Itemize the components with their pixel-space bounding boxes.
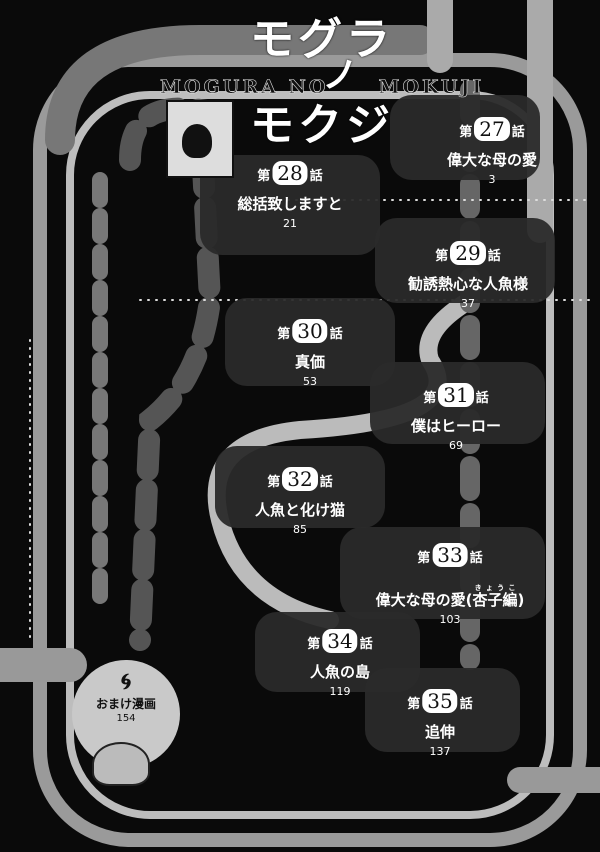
chapter-title-extra: 杏子編きょうこ xyxy=(472,584,518,609)
chapter-number: 35 xyxy=(422,689,458,713)
chapter-title: 偉大な母の愛 xyxy=(375,591,466,609)
chapter-number: 28 xyxy=(272,161,308,185)
chapter-title: 総括致しますと xyxy=(237,195,343,213)
mole-character-illustration xyxy=(92,742,150,786)
chapter-title: 勧誘熱心な人魚様 xyxy=(407,275,529,293)
chapter-number: 30 xyxy=(292,319,328,343)
swirl-icon: 🌀︎ xyxy=(120,670,132,695)
chapter-page: 53 xyxy=(302,375,317,388)
chapter-page: 37 xyxy=(460,297,475,310)
chapter-number: 27 xyxy=(474,117,510,141)
chapter-number: 32 xyxy=(282,467,318,491)
title-top: モグラ xyxy=(250,14,394,65)
chapter-page: 69 xyxy=(448,439,463,452)
chapter-box xyxy=(340,527,545,619)
mole-illustration xyxy=(182,124,212,158)
chapter-page: 85 xyxy=(292,523,307,536)
chapter-title: 偉大な母の愛 xyxy=(446,151,538,169)
ruby-reading: きょうこ xyxy=(472,584,518,592)
chapter-page: 103 xyxy=(439,613,461,626)
chapter-page: 137 xyxy=(429,745,451,758)
chapter-number: 34 xyxy=(322,629,358,653)
omake-label: おまけ漫画 xyxy=(95,697,156,711)
chapter-box xyxy=(390,95,540,180)
omake-page: 154 xyxy=(116,713,136,724)
chapter-title: 人魚の島 xyxy=(309,663,371,681)
title-bottom: モクジ xyxy=(250,100,394,151)
chapter-page: 3 xyxy=(488,173,496,186)
chapter-number: 33 xyxy=(432,543,468,567)
chapter-page: 21 xyxy=(282,217,297,230)
chapter-number: 31 xyxy=(438,383,474,407)
mole-bath-stamp xyxy=(166,100,234,178)
chapter-title: 僕はヒーロー xyxy=(410,417,502,435)
title-mid: ノ xyxy=(322,55,363,96)
chapter-page: 119 xyxy=(329,685,351,698)
chapter-title: 追伸 xyxy=(424,723,456,741)
chapter-title: 人魚と化け猫 xyxy=(254,501,346,519)
chapter-title: 真価 xyxy=(294,353,326,371)
chapter-number: 29 xyxy=(450,241,486,265)
